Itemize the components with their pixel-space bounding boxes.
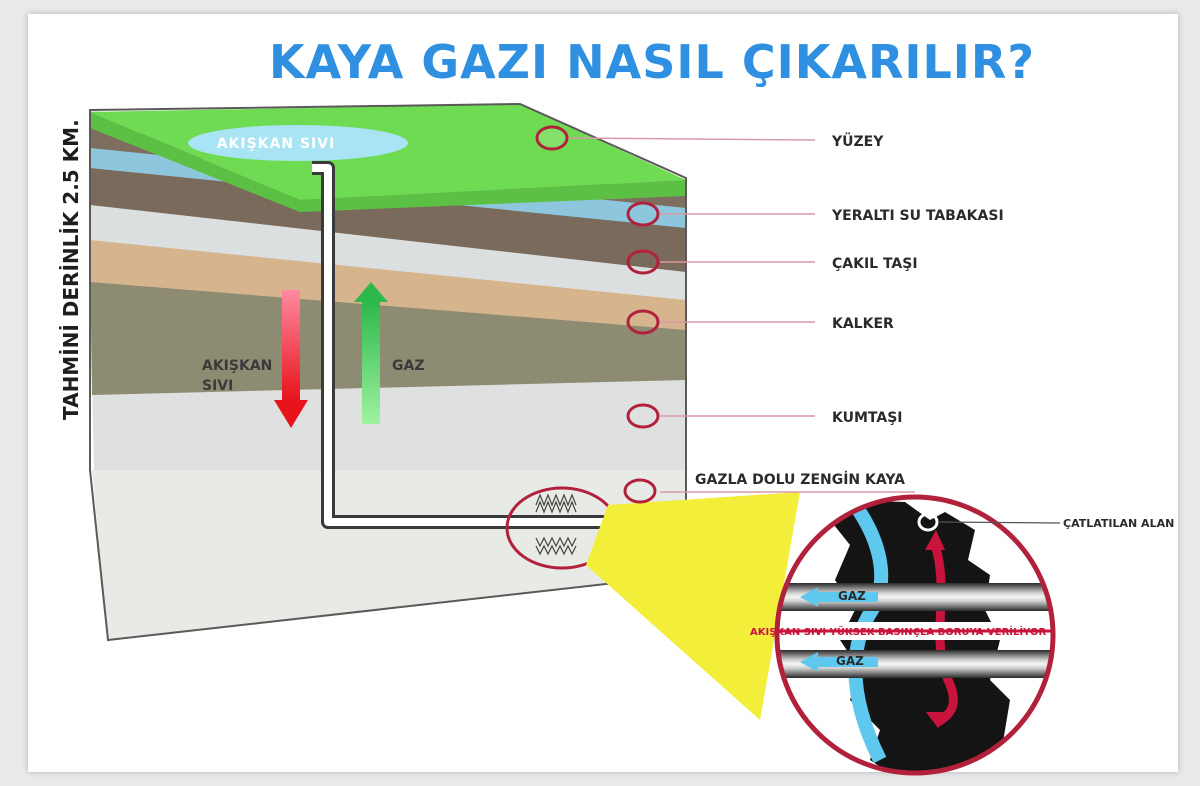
marker-surface: [535, 125, 569, 151]
gas-label-top: GAZ: [838, 589, 866, 603]
label-limestone: KALKER: [832, 316, 894, 332]
fluid-down-arrow: [274, 290, 308, 428]
marker-sandstone: [626, 403, 660, 429]
callout-sandstone: KUMTAŞI: [626, 403, 903, 429]
marker-groundwater: [626, 201, 660, 227]
fracture-label: ÇATLATILAN ALAN: [1063, 517, 1174, 530]
label-gravel: ÇAKIL TAŞI: [832, 256, 918, 272]
callout-groundwater: YERALTI SU TABAKASI: [626, 201, 1004, 227]
label-groundwater: YERALTI SU TABAKASI: [831, 208, 1004, 224]
page-title: KAYA GAZI NASIL ÇIKARILIR?: [269, 35, 1035, 89]
gas-label-bottom: GAZ: [836, 654, 864, 668]
label-sandstone: KUMTAŞI: [832, 410, 903, 426]
callout-shale: GAZLA DOLU ZENGİN KAYA: [623, 471, 915, 504]
zoom-cone: [586, 492, 800, 720]
marker-gravel: [626, 249, 660, 275]
marker-limestone: [626, 309, 660, 335]
zoom-detail: GAZ GAZ AKIŞKAN SIVI YÜKSEK BASINÇLA BOR…: [750, 494, 1174, 776]
callout-surface: YÜZEY: [535, 125, 884, 151]
label-shale: GAZLA DOLU ZENGİN KAYA: [695, 471, 905, 488]
depth-label: TAHMİNİ DERİNLİK 2.5 KM.: [59, 119, 83, 420]
layer-gravel: [90, 160, 686, 272]
gas-up-arrow: [354, 282, 388, 424]
pipe-label: AKIŞKAN SIVI YÜKSEK BASINÇLA BORUYA VERİ…: [750, 624, 1046, 638]
fracture-marker: [917, 512, 939, 532]
marker-shale: [623, 478, 657, 504]
layer-callouts: YÜZEY YERALTI SU TABAKASI ÇAKIL TAŞI KAL…: [535, 125, 1004, 504]
callout-limestone: KALKER: [626, 309, 894, 335]
zoom-circle-border: [774, 494, 1056, 776]
pond-label: AKIŞKAN SIVI: [217, 136, 336, 152]
up-arrow-label: GAZ: [392, 358, 424, 374]
callout-gravel: ÇAKIL TAŞI: [626, 249, 918, 275]
fluid-pond: [188, 125, 408, 161]
down-arrow-label-2: SIVI: [202, 378, 233, 394]
label-surface: YÜZEY: [831, 132, 884, 150]
fracture-marks: [535, 493, 577, 556]
down-arrow-label-1: AKIŞKAN: [202, 358, 272, 374]
